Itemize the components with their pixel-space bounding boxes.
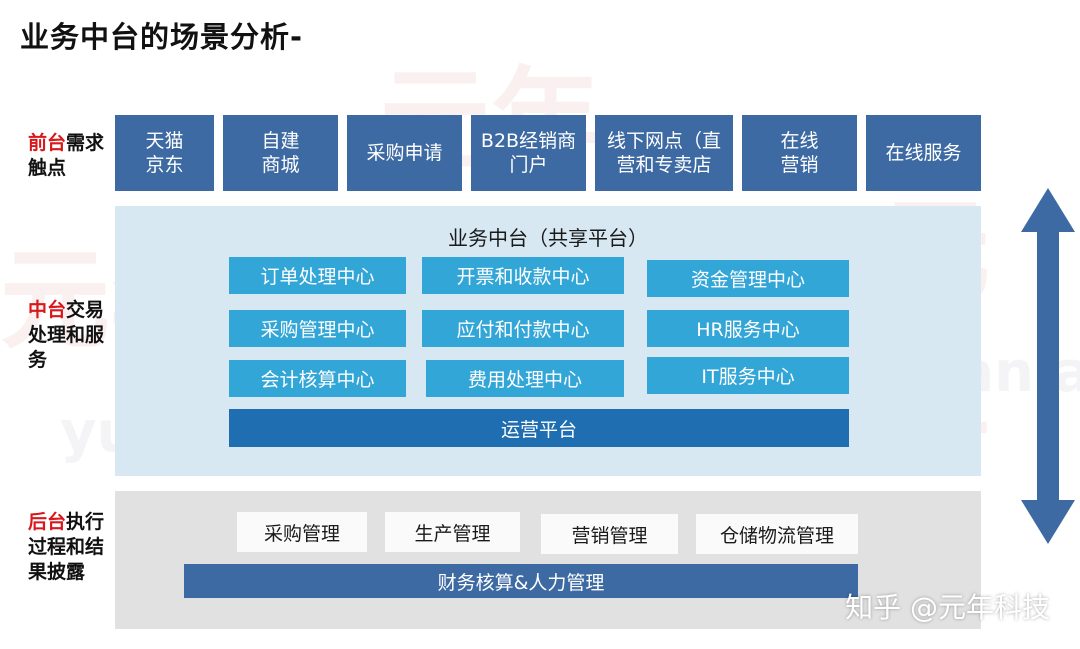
back-stage-label: 后台执行 过程和结 果披露	[28, 510, 104, 585]
back-stage-label-line2: 过程和结	[28, 536, 105, 558]
front-stage-label-text: 需求	[66, 132, 105, 154]
front-stage-label: 前台需求 触点	[28, 131, 104, 181]
back-office-item: 营销管理	[541, 514, 678, 554]
middle-platform-title: 业务中台（共享平台）	[448, 226, 648, 250]
touchpoint-line1: 采购申请	[366, 142, 443, 164]
touchpoint-line2: 营和专卖店	[616, 154, 712, 176]
touchpoint-line2: 京东	[145, 154, 184, 176]
service-center-box: 应付和付款中心	[422, 310, 624, 347]
middle-stage-label-highlight: 中台	[28, 299, 67, 321]
page-title: 业务中台的场景分析-	[20, 20, 304, 54]
touchpoint-line1: 在线	[780, 130, 819, 152]
touchpoint-line1: 自建	[261, 130, 300, 152]
service-center-box: 费用处理中心	[426, 360, 624, 397]
touchpoint-line2: 商城	[261, 154, 300, 176]
middle-stage-label-line3: 务	[28, 349, 48, 371]
source-watermark: 知乎 @元年科技	[845, 591, 1050, 624]
middle-stage-label-text: 交易	[66, 299, 105, 321]
back-stage-label-highlight: 后台	[28, 511, 67, 533]
touchpoint-line1: 在线服务	[885, 142, 962, 164]
service-center-box: 开票和收款中心	[422, 257, 624, 294]
touchpoint-line2: 门户	[509, 154, 548, 176]
back-office-item: 生产管理	[385, 512, 520, 552]
middle-stage-label-line2: 处理和服	[28, 324, 105, 346]
touchpoint-line1: 天猫	[145, 130, 184, 152]
middle-stage-label: 中台交易 处理和服 务	[28, 298, 104, 373]
touchpoint-line1: B2B经销商	[480, 130, 577, 152]
touchpoint-box: 线下网点（直营和专卖店	[595, 115, 733, 191]
front-stage-label-highlight: 前台	[28, 132, 67, 154]
touchpoint-box: B2B经销商门户	[471, 115, 586, 191]
touchpoint-line1: 线下网点（直	[606, 130, 721, 152]
back-stage-label-line3: 果披露	[28, 561, 86, 583]
back-stage-label-text: 执行	[66, 511, 105, 533]
service-center-box: 订单处理中心	[229, 257, 406, 294]
finance-hr-bar: 财务核算&人力管理	[184, 564, 858, 598]
operations-platform-bar: 运营平台	[229, 409, 849, 447]
service-center-box: 资金管理中心	[647, 260, 849, 297]
touchpoint-box: 在线服务	[866, 115, 981, 191]
service-center-box: HR服务中心	[647, 310, 849, 347]
back-office-item: 仓储物流管理	[696, 514, 858, 554]
touchpoint-box: 天猫京东	[115, 115, 214, 191]
double-arrow-icon	[1021, 188, 1075, 544]
front-stage-label-line2: 触点	[28, 157, 67, 179]
service-center-box: IT服务中心	[647, 357, 849, 394]
touchpoint-box: 在线营销	[742, 115, 857, 191]
service-center-box: 采购管理中心	[229, 310, 406, 347]
touchpoint-line2: 营销	[780, 154, 819, 176]
touchpoint-box: 自建商城	[223, 115, 338, 191]
touchpoint-box: 采购申请	[347, 115, 462, 191]
back-office-item: 采购管理	[237, 512, 367, 552]
service-center-box: 会计核算中心	[229, 360, 406, 397]
